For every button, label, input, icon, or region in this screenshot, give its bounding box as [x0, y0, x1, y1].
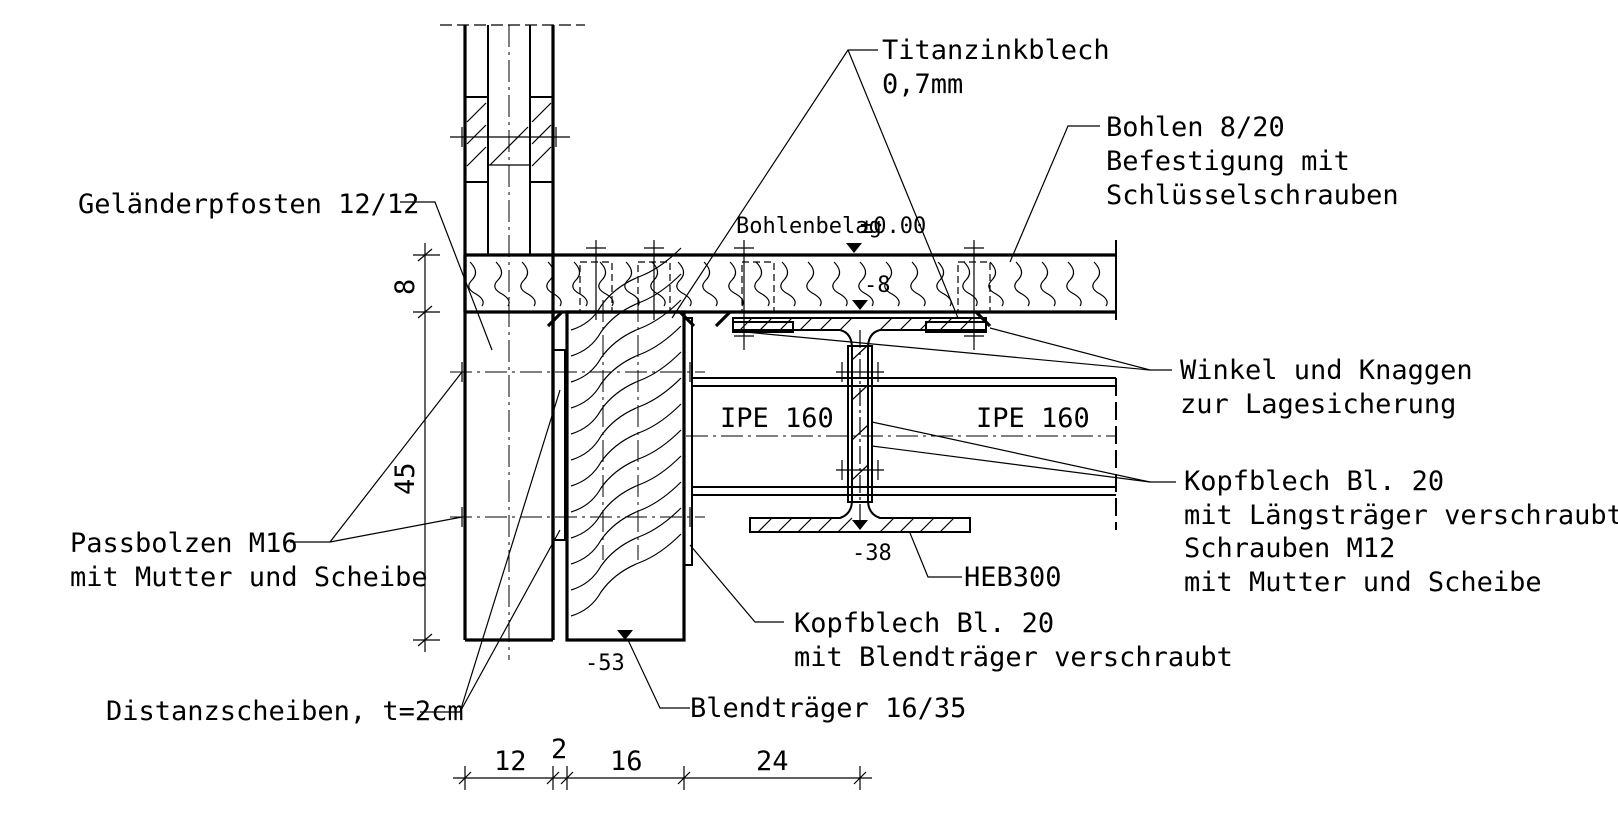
- kopfblech-right-label-line4: mit Mutter und Scheibe: [1184, 567, 1542, 598]
- dim-2-label: 2: [551, 734, 567, 765]
- fascia-beam: [565, 247, 686, 642]
- heb-label: HEB300: [964, 562, 1062, 593]
- wood-grain-stroke: [858, 261, 874, 307]
- wood-grain-stroke: [1040, 261, 1056, 307]
- wood-grain-stroke: [650, 261, 666, 307]
- wood-grain-stroke: [780, 261, 796, 307]
- wood-grain-stroke: [546, 261, 562, 307]
- wood-grain-stroke: [676, 261, 692, 307]
- wood-grain-stroke: [702, 261, 718, 307]
- blendtraeger-label: Blendträger 16/35: [690, 693, 966, 724]
- dim-16-label: 16: [610, 746, 643, 777]
- wood-grain-stroke: [884, 261, 900, 307]
- bohlen-label-line2: Befestigung mit: [1106, 146, 1350, 177]
- wood-grain-stroke: [754, 261, 770, 307]
- annotations: Titanzinkblech 0,7mm Bohlen 8/20 Befesti…: [70, 35, 1618, 777]
- level-markers: [617, 243, 868, 640]
- dim-24-label: 24: [756, 746, 789, 777]
- wood-grain-stroke: [570, 377, 682, 461]
- level-minus8-label: -8: [864, 273, 891, 298]
- ipe-left-label: IPE 160: [720, 403, 834, 434]
- wood-grain-stroke: [1066, 261, 1082, 307]
- passbolzen-label-line2: mit Mutter und Scheibe: [70, 562, 428, 593]
- wood-grain-stroke: [570, 299, 682, 383]
- head-plate-fascia: [546, 310, 992, 566]
- spacer-plate: [551, 312, 566, 640]
- kopfblech-mid-label-line2: mit Blendträger verschraubt: [794, 642, 1233, 673]
- wood-grain-stroke: [988, 261, 1004, 307]
- wood-grain-stroke: [570, 533, 682, 617]
- wood-grain-stroke: [1092, 261, 1108, 307]
- wood-grain-stroke: [570, 481, 682, 565]
- passbolzen-label-line1: Passbolzen M16: [70, 528, 298, 559]
- kopfblech-right-label-line2: mit Längsträger verschraubt: [1184, 500, 1618, 531]
- distanz-label: Distanzscheiben, t=2cm: [106, 696, 464, 727]
- titanzink-label-line1: Titanzinkblech: [882, 35, 1110, 66]
- wood-grain-stroke: [570, 351, 682, 435]
- titanzink-label-line2: 0,7mm: [882, 69, 963, 100]
- wood-grain-stroke: [570, 247, 682, 331]
- wood-grain-stroke: [570, 273, 682, 357]
- wood-grain-stroke: [468, 261, 484, 307]
- wood-grain-stroke: [624, 261, 640, 307]
- kopfblech-right-label-line3: Schrauben M12: [1184, 533, 1395, 564]
- bohlenbelag-label: Bohlenbelag: [736, 214, 882, 239]
- bohlen-label-line3: Schlüsselschrauben: [1106, 180, 1399, 211]
- ipe-beam: [686, 377, 1117, 530]
- plank-deck: [463, 240, 1117, 350]
- level-minus53-label: -53: [585, 651, 625, 676]
- dim-8-label: 8: [390, 279, 421, 295]
- level-zero-label: ±0.00: [860, 214, 926, 239]
- leader-lines: [290, 49, 1176, 713]
- dim-45-label: 45: [390, 462, 421, 495]
- wood-grain-stroke: [494, 261, 510, 307]
- wood-grain-stroke: [962, 261, 978, 307]
- dimension-horizontal: [453, 766, 872, 790]
- winkel-label-line2: zur Lagesicherung: [1180, 389, 1456, 420]
- wood-grain-stroke: [520, 261, 536, 307]
- wood-grain-stroke: [570, 403, 682, 487]
- wood-grain-stroke: [570, 455, 682, 539]
- ipe-right-label: IPE 160: [976, 403, 1090, 434]
- wood-grain-stroke: [1014, 261, 1030, 307]
- bolt-centerlines: [450, 362, 705, 527]
- wood-grain-stroke: [910, 261, 926, 307]
- wood-grain-stroke: [832, 261, 848, 307]
- dim-12-label: 12: [494, 746, 527, 777]
- wood-grain-stroke: [728, 261, 744, 307]
- wood-grain-stroke: [570, 429, 682, 513]
- bohlen-label-line1: Bohlen 8/20: [1106, 112, 1285, 143]
- dimension-vertical: [413, 243, 440, 652]
- kopfblech-right-label-line1: Kopfblech Bl. 20: [1184, 466, 1444, 497]
- railing-post: [440, 24, 585, 660]
- level-minus38-label: -38: [852, 541, 892, 566]
- wood-grain-stroke: [570, 507, 682, 591]
- wood-grain-stroke: [570, 325, 682, 409]
- kopfblech-mid-label-line1: Kopfblech Bl. 20: [794, 608, 1054, 639]
- gelaender-label: Geländerpfosten 12/12: [78, 189, 419, 220]
- wood-grain-stroke: [806, 261, 822, 307]
- winkel-label-line1: Winkel und Knaggen: [1180, 355, 1473, 386]
- heb-beam: [732, 317, 987, 533]
